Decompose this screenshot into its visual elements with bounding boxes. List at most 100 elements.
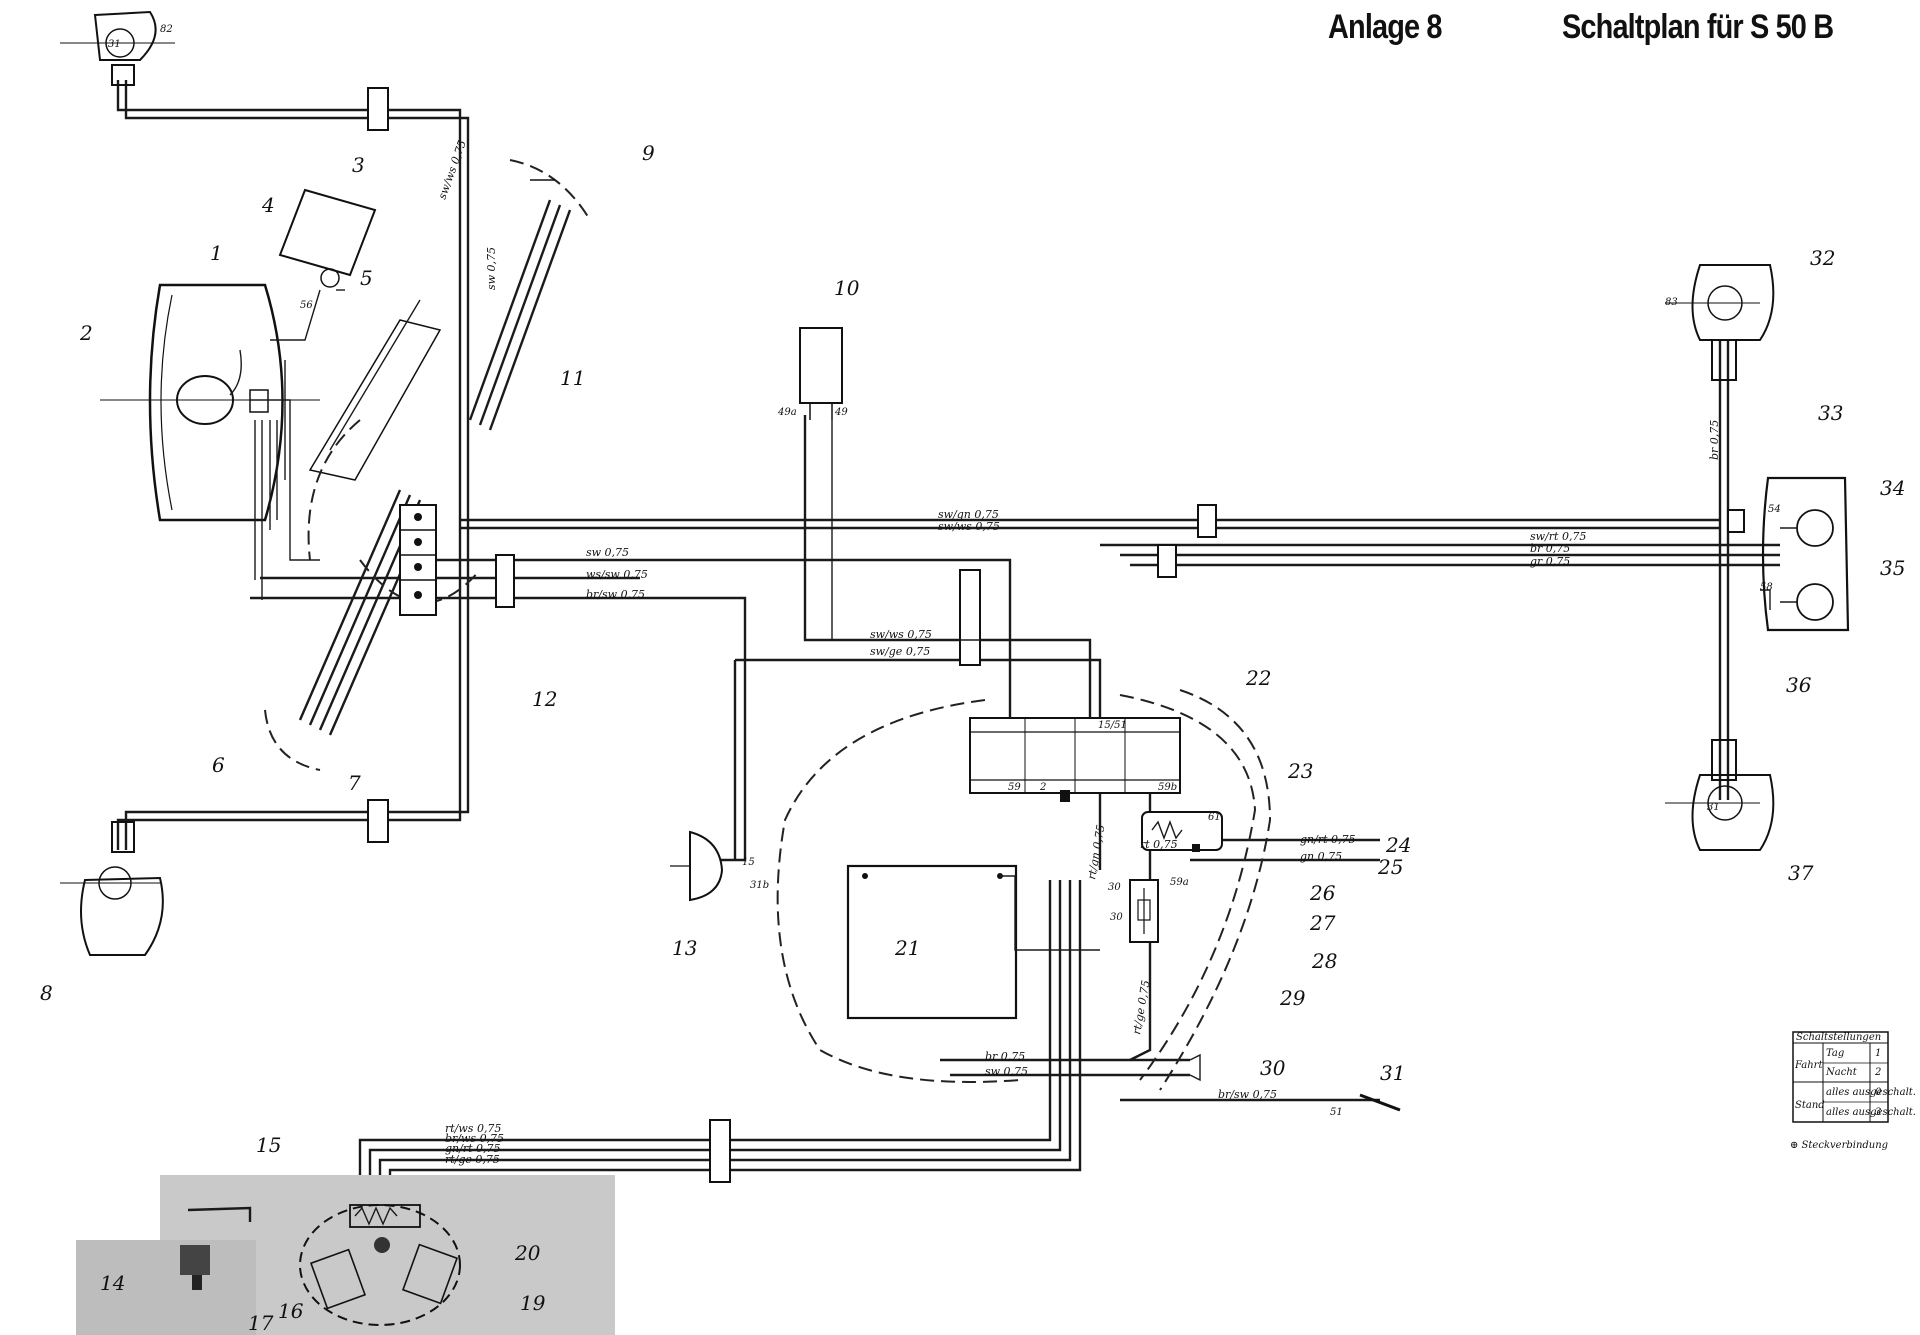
legend-row-label-2: alles ausgeschalt. [1826,1087,1916,1098]
horn [670,830,724,902]
sheet-annex-label: Anlage 8 [1328,8,1443,46]
callout-27: 27 [1309,911,1336,935]
terminal-label-16: 31 [1707,802,1720,813]
callout-8: 8 [40,981,53,1005]
terminal-label-17: 30 [1108,882,1121,893]
legend-row-value-1: 2 [1874,1067,1881,1078]
legend-row-label-3: alles ausgeschalt. [1826,1107,1916,1118]
terminal-label-7: 58 [1760,582,1773,593]
callout-34: 34 [1880,476,1905,500]
wire-label-bot1: br 0,75 [985,1050,1025,1063]
callout-19: 19 [520,1291,546,1315]
terminal-label-5: 49 [834,407,848,418]
legend-row-value-3: 3 [1875,1107,1881,1118]
callout-22: 22 [1245,666,1271,690]
wire-label-r2: br 0,75 [1530,542,1570,555]
wire-label-rtge: rt/ge 0,75 [1130,979,1152,1035]
handlebar-switches [264,159,591,771]
wire-label-bot2: sw 0,75 [985,1065,1028,1078]
callout-1: 1 [210,241,223,265]
terminal-label-4: 49a [777,407,797,418]
terminal-label-11: 59 [1008,782,1021,793]
voltage-regulator [1141,811,1223,852]
terminal-label-2: 83 [1665,297,1678,308]
callout-5: 5 [360,266,373,290]
terminal-label-14: 59b [1158,782,1177,793]
speedometer-lamp [270,188,377,341]
tail-lamp [1760,476,1850,632]
wire-label-ign1: rt/ws 0,75 [445,1122,501,1135]
wire-label-ign3: gn/rt 0,75 [445,1142,501,1155]
headlight [100,283,320,600]
frame-outline [776,689,1272,1091]
legend-group-0: Fahrt [1794,1060,1823,1071]
terminal-label-19: 61 [1208,812,1221,823]
terminal-label-10: 15/51 [1098,720,1127,731]
legend-row-label-0: Tag [1826,1048,1844,1059]
terminal-label-15: 15 [742,857,755,868]
wire-label-rt: rt 0,75 [1140,838,1178,851]
callout-36: 36 [1786,673,1812,697]
indicator-bottom-left [60,821,164,956]
wire-label-swge: sw/ge 0,75 [870,645,930,658]
wire-label-swws_up: sw/ws 0,75 [436,138,469,201]
junction-block [399,504,437,616]
callout-11: 11 [560,366,585,390]
wire-label-ign2: br/ws 0,75 [445,1132,504,1145]
callout-6: 6 [212,753,225,777]
callout-10: 10 [834,276,860,300]
callout-32: 32 [1810,246,1835,270]
callout-31: 31 [1380,1061,1405,1085]
callout-28: 28 [1311,949,1337,973]
legend-footnote: ⊕ Steckverbindung [1790,1140,1888,1151]
wire-label-rtgn: rt/gn 0,75 [1085,824,1107,881]
switch-position-legend [1792,1031,1889,1123]
wire-label-swws: sw/ws 0,75 [870,628,932,641]
fuse-holder [1129,879,1159,943]
callout-16: 16 [278,1299,304,1323]
wire-label-r3: gr 0,75 [1530,555,1570,568]
wire-label-brsw: br/sw 0,75 [1218,1088,1277,1101]
terminal-label-1: 82 [160,24,173,35]
callout-23: 23 [1287,759,1313,783]
callout-37: 37 [1788,861,1814,885]
main-harness [116,80,1780,1180]
diagram-title: Schaltplan für S 50 B [1562,8,1834,46]
callout-20: 20 [514,1241,541,1265]
callout-21: 21 [894,936,920,960]
callout-9: 9 [642,141,655,165]
callout-12: 12 [532,687,557,711]
plug-connectors [367,87,1745,1183]
wire-label-r1: sw/rt 0,75 [1530,530,1586,543]
wire-label-vert_br: br 0,75 [1708,420,1721,460]
terminal-label-13: 59a [1170,877,1189,888]
callout-26: 26 [1309,881,1336,905]
indicator-right-rear [1665,739,1775,851]
callout-15: 15 [256,1133,281,1157]
callout-29: 29 [1279,986,1306,1010]
terminal-label-0: 31 [108,39,121,50]
legend-group-2: Stand [1795,1100,1825,1111]
ignition-photo [76,1175,615,1335]
callout-13: 13 [672,936,697,960]
legend-row-label-1: Nacht [1825,1067,1858,1078]
flasher-unit [799,327,1090,641]
legend-row-value-0: 1 [1875,1048,1881,1059]
callout-3: 3 [352,153,365,177]
wire-label-sw_up: sw 0,75 [485,247,498,290]
callout-4: 4 [261,193,275,217]
wire-label-ign4: rt/ge 0,75 [445,1153,500,1166]
callout-2: 2 [79,321,93,345]
battery [846,864,1100,1020]
indicator-right-front [1665,264,1775,381]
callout-24: 24 [1385,833,1411,857]
terminal-label-12: 2 [1039,782,1046,793]
wire-label-top1: sw/gn 0,75 [938,508,999,521]
terminal-label-3: 31b [750,880,769,891]
terminal-label-8: 54 [1768,504,1781,515]
wire-label-mid3: br/sw 0,75 [586,588,645,601]
callout-30: 30 [1260,1056,1286,1080]
wire-label-gnrt: gn/rt 0,75 [1300,833,1356,846]
